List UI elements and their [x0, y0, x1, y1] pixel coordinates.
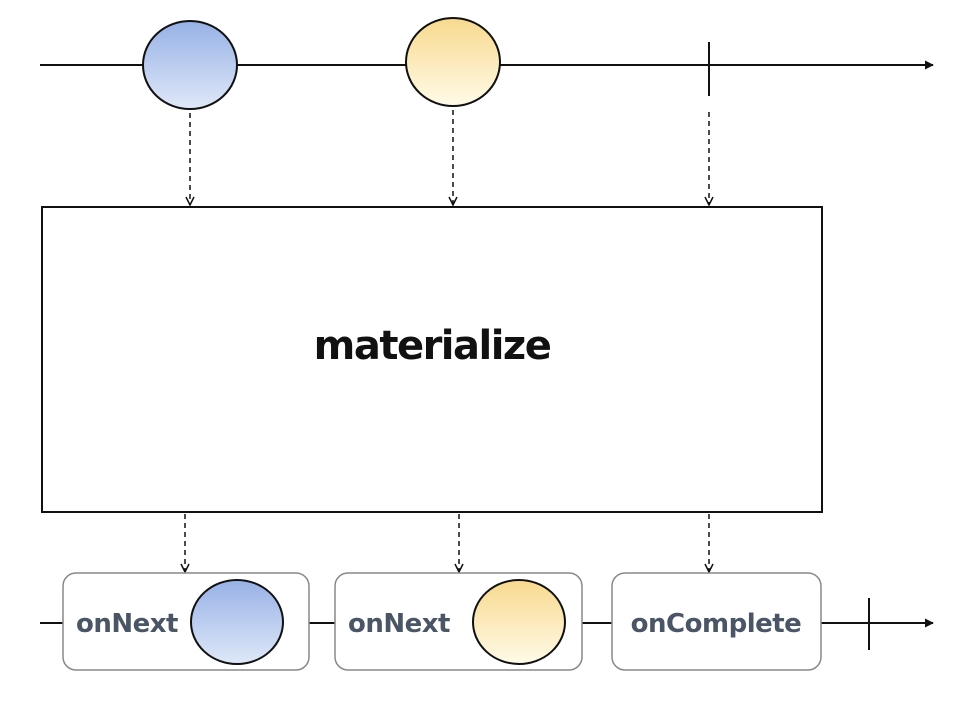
- notification-marble-yellow: [472, 579, 566, 665]
- output-projections: [185, 514, 709, 572]
- source-marble-blue: [142, 20, 238, 110]
- notification-label: onComplete: [631, 609, 802, 639]
- operator-label: materialize: [314, 323, 551, 369]
- input-projections: [190, 110, 709, 205]
- operator-box-frame: [41, 206, 823, 513]
- source-stream: [40, 17, 934, 110]
- notification-oncomplete: onComplete: [611, 572, 822, 671]
- notification-label: onNext: [76, 609, 178, 639]
- notification-onnext-yellow: onNext: [334, 572, 583, 671]
- notification-onnext-blue: onNext: [62, 572, 310, 671]
- operator-box: materialize: [41, 206, 823, 513]
- notification-marble-blue: [190, 579, 284, 665]
- notification-label: onNext: [348, 609, 450, 639]
- notification-card: [611, 572, 822, 671]
- source-marble-yellow: [405, 17, 501, 107]
- output-stream: onNext onNext onComplete: [40, 572, 934, 671]
